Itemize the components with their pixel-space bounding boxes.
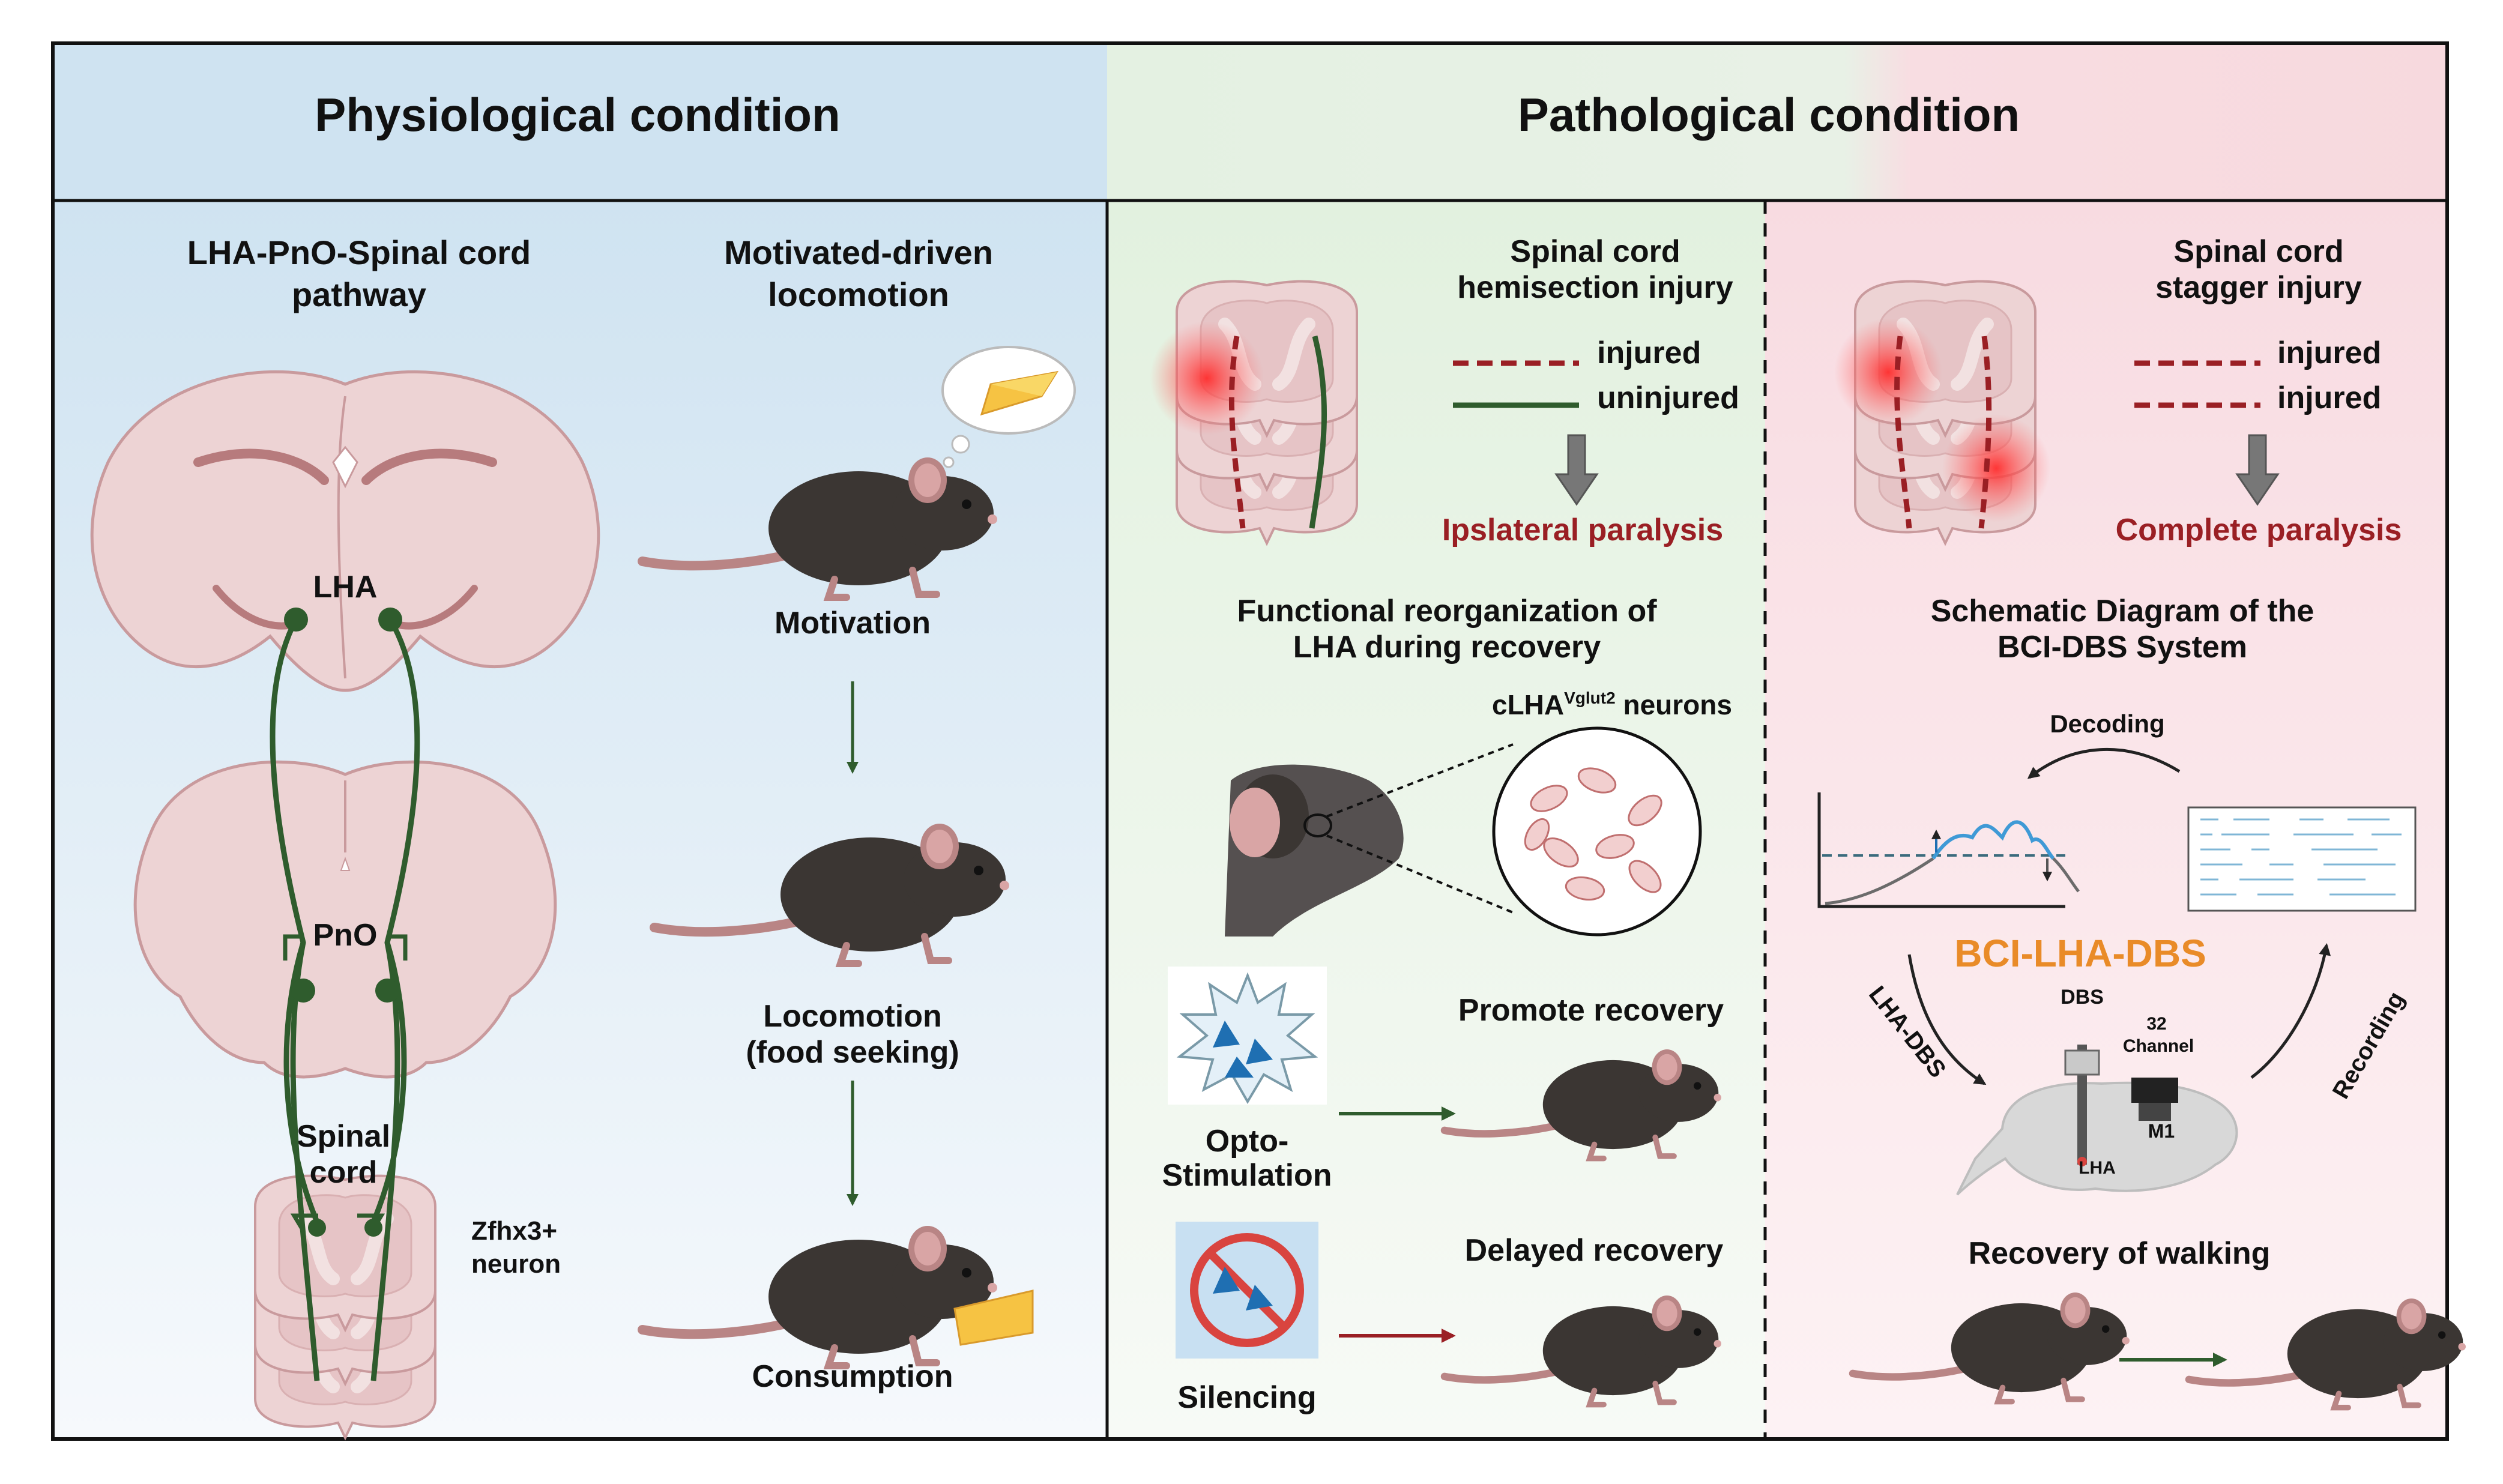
header-pathological: Pathological condition <box>1518 88 2020 141</box>
stagger-title-line1: Spinal cord <box>2173 234 2343 269</box>
spinal-label-line2: cord <box>310 1155 378 1190</box>
rodent-brain-electrodes <box>1956 1045 2238 1196</box>
opto-label-line1: Opto- <box>1206 1124 1289 1159</box>
brain-coronal-section <box>90 370 600 692</box>
reorg-title-line1: Functional reorganization of <box>1237 594 1657 629</box>
hemisection-title-line1: Spinal cord <box>1510 234 1680 269</box>
brainstem-section <box>133 760 557 1079</box>
spike-raster <box>2187 806 2417 912</box>
label-consumption: Consumption <box>752 1359 953 1394</box>
stagger-title-line2: stagger injury <box>2155 270 2362 305</box>
mouse-head-closeup <box>1225 764 1404 937</box>
lha-dbs-arrow <box>1907 954 1987 1085</box>
pathological-header-bg <box>1107 43 2447 201</box>
neurons-zoom-circle <box>1492 726 1702 937</box>
pathway-title-line1: LHA-PnO-Spinal cord <box>187 234 531 271</box>
legend-injured-label-1: injured <box>2277 336 2381 370</box>
locomotion-title-line1: Motivated-driven <box>724 234 993 271</box>
neuron-cells <box>1524 767 1662 901</box>
zfhx3-label-line1: Zfhx3+ <box>471 1216 557 1246</box>
silencing-icon <box>1176 1222 1318 1359</box>
label-locomotion-line2: (food seeking) <box>746 1035 959 1070</box>
signal-plot <box>1817 792 2080 908</box>
decoding-label: Decoding <box>2050 710 2164 738</box>
bci-title-line1: Schematic Diagram of the <box>1931 594 2314 629</box>
lha-pno-spinal-tracts <box>270 618 420 1381</box>
promote-recovery-label: Promote recovery <box>1458 993 1724 1028</box>
thought-bubble <box>941 346 1076 468</box>
channel-label-line2: Channel <box>2123 1036 2194 1056</box>
label-motivation: Motivation <box>774 606 931 641</box>
walking-label: Recovery of walking <box>1969 1236 2271 1271</box>
physiological-header-bg <box>53 43 1107 201</box>
opto-stimulation-icon <box>1168 967 1327 1105</box>
stagger-cord-stack <box>1834 282 2050 543</box>
recording-arrow <box>2250 943 2331 1079</box>
outer-frame <box>51 41 2449 1441</box>
dbs-label: DBS <box>2061 986 2104 1009</box>
pno-label: PnO <box>313 918 378 953</box>
down-arrow-stagger <box>2235 434 2280 506</box>
decoding-arrow <box>2027 747 2181 779</box>
neurons-label: cLHAVglut2 neurons <box>1492 689 1732 720</box>
delayed-recovery-label: Delayed recovery <box>1465 1233 1724 1268</box>
channel-label-line1: 32 <box>2146 1014 2166 1034</box>
down-arrow-hemisection <box>1554 434 1599 506</box>
silencing-label: Silencing <box>1177 1380 1316 1415</box>
lha-electrode-label: LHA <box>2079 1158 2116 1178</box>
legend-injured-label-2: injured <box>2277 381 2381 415</box>
lha-label: LHA <box>313 570 378 605</box>
tract-nodes <box>284 608 402 1237</box>
pathway-title-line2: pathway <box>292 276 426 313</box>
hemisection-title-line2: hemisection injury <box>1457 270 1733 305</box>
cheese-consumption <box>953 1289 1034 1346</box>
label-locomotion-line1: Locomotion <box>763 999 942 1034</box>
opto-label-line2: Stimulation <box>1162 1158 1332 1193</box>
hemisection-cord-stack <box>1150 282 1357 543</box>
stagger-outcome: Complete paralysis <box>2116 513 2402 547</box>
hemisection-outcome: Ipslateral paralysis <box>1442 513 1723 547</box>
m1-label: M1 <box>2148 1120 2175 1142</box>
zfhx3-label-line2: neuron <box>471 1249 561 1279</box>
system-name: BCI-LHA-DBS <box>1954 932 2206 975</box>
zoom-lines <box>1326 743 1514 914</box>
bci-title-line2: BCI-DBS System <box>1997 630 2247 665</box>
locomotion-title-line2: locomotion <box>768 276 949 313</box>
spinal-cord-stack <box>255 1176 435 1438</box>
legend-uninjured-label: uninjured <box>1597 381 1739 415</box>
reorg-title-line2: LHA during recovery <box>1293 630 1601 665</box>
header-physiological: Physiological condition <box>315 88 840 141</box>
legend-injured-label: injured <box>1597 336 1701 370</box>
spinal-label-line1: Spinal <box>297 1119 390 1154</box>
